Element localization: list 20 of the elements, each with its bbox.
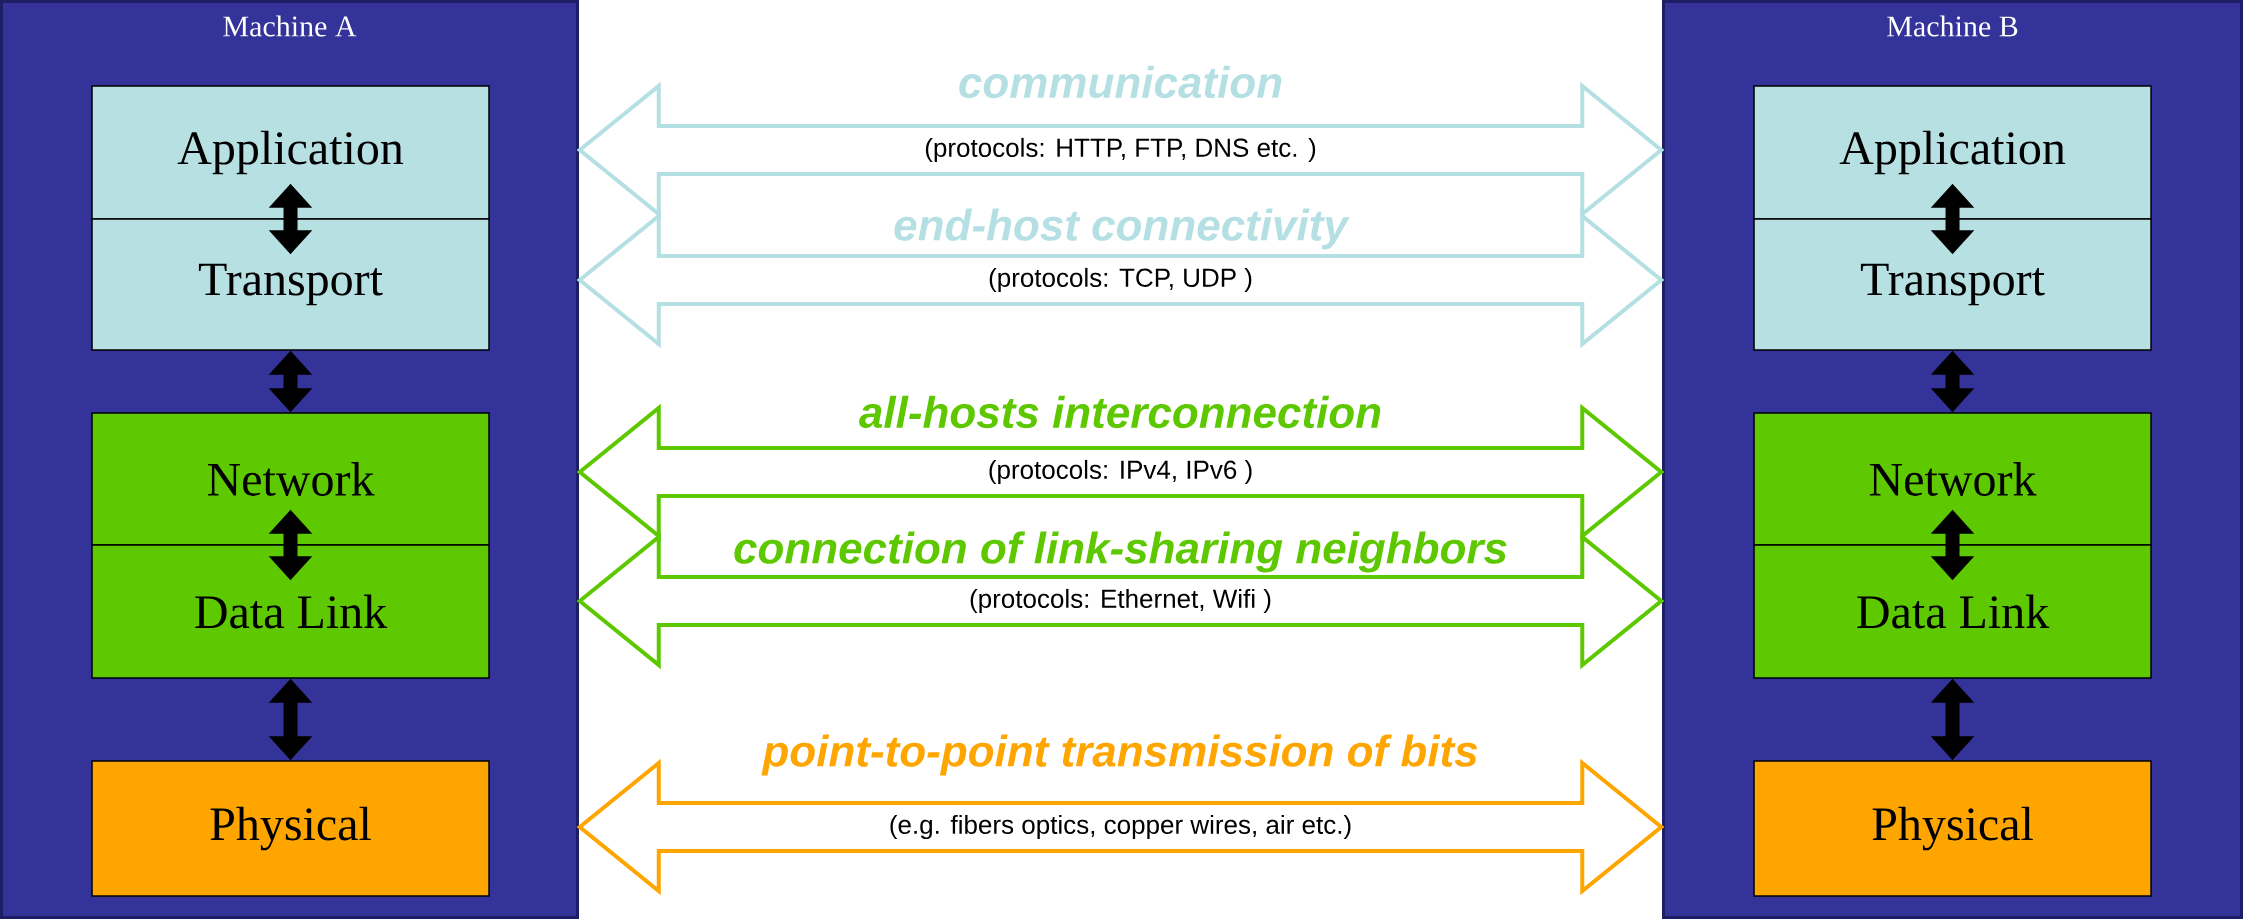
layer-box: Network xyxy=(1753,412,2152,546)
protocol-label: (protocols: Ethernet, Wifi ) xyxy=(968,587,1273,615)
layer-box: Transport xyxy=(91,218,490,351)
edge-label: connection of link-sharing neighbors xyxy=(731,529,1510,575)
layer-box: Application xyxy=(1753,85,2152,220)
layer-box: Application xyxy=(91,85,490,220)
edge-label: point-to-point transmission of bits xyxy=(760,732,1481,778)
layer-box: Transport xyxy=(1753,218,2152,351)
edge-label: communication xyxy=(955,63,1286,101)
protocol-label: (e.g. fibers optics, copper wires, air etc.) xyxy=(887,813,1354,841)
layer-box: Physical xyxy=(91,760,490,897)
edge-label: all-hosts interconnection xyxy=(856,393,1385,431)
layer-box: Physical xyxy=(1753,760,2152,897)
layer-box: Network xyxy=(91,412,490,546)
layer-box: Data Link xyxy=(91,544,490,679)
edge-label: end-host connectivity xyxy=(891,206,1350,252)
protocol-label: (protocols: TCP, UDP ) xyxy=(987,266,1254,294)
layer-box: Data Link xyxy=(1753,544,2152,679)
protocol-label: (protocols: IPv4, IPv6 ) xyxy=(986,458,1255,486)
protocol-label: (protocols: HTTP, FTP, DNS etc. ) xyxy=(923,136,1318,164)
